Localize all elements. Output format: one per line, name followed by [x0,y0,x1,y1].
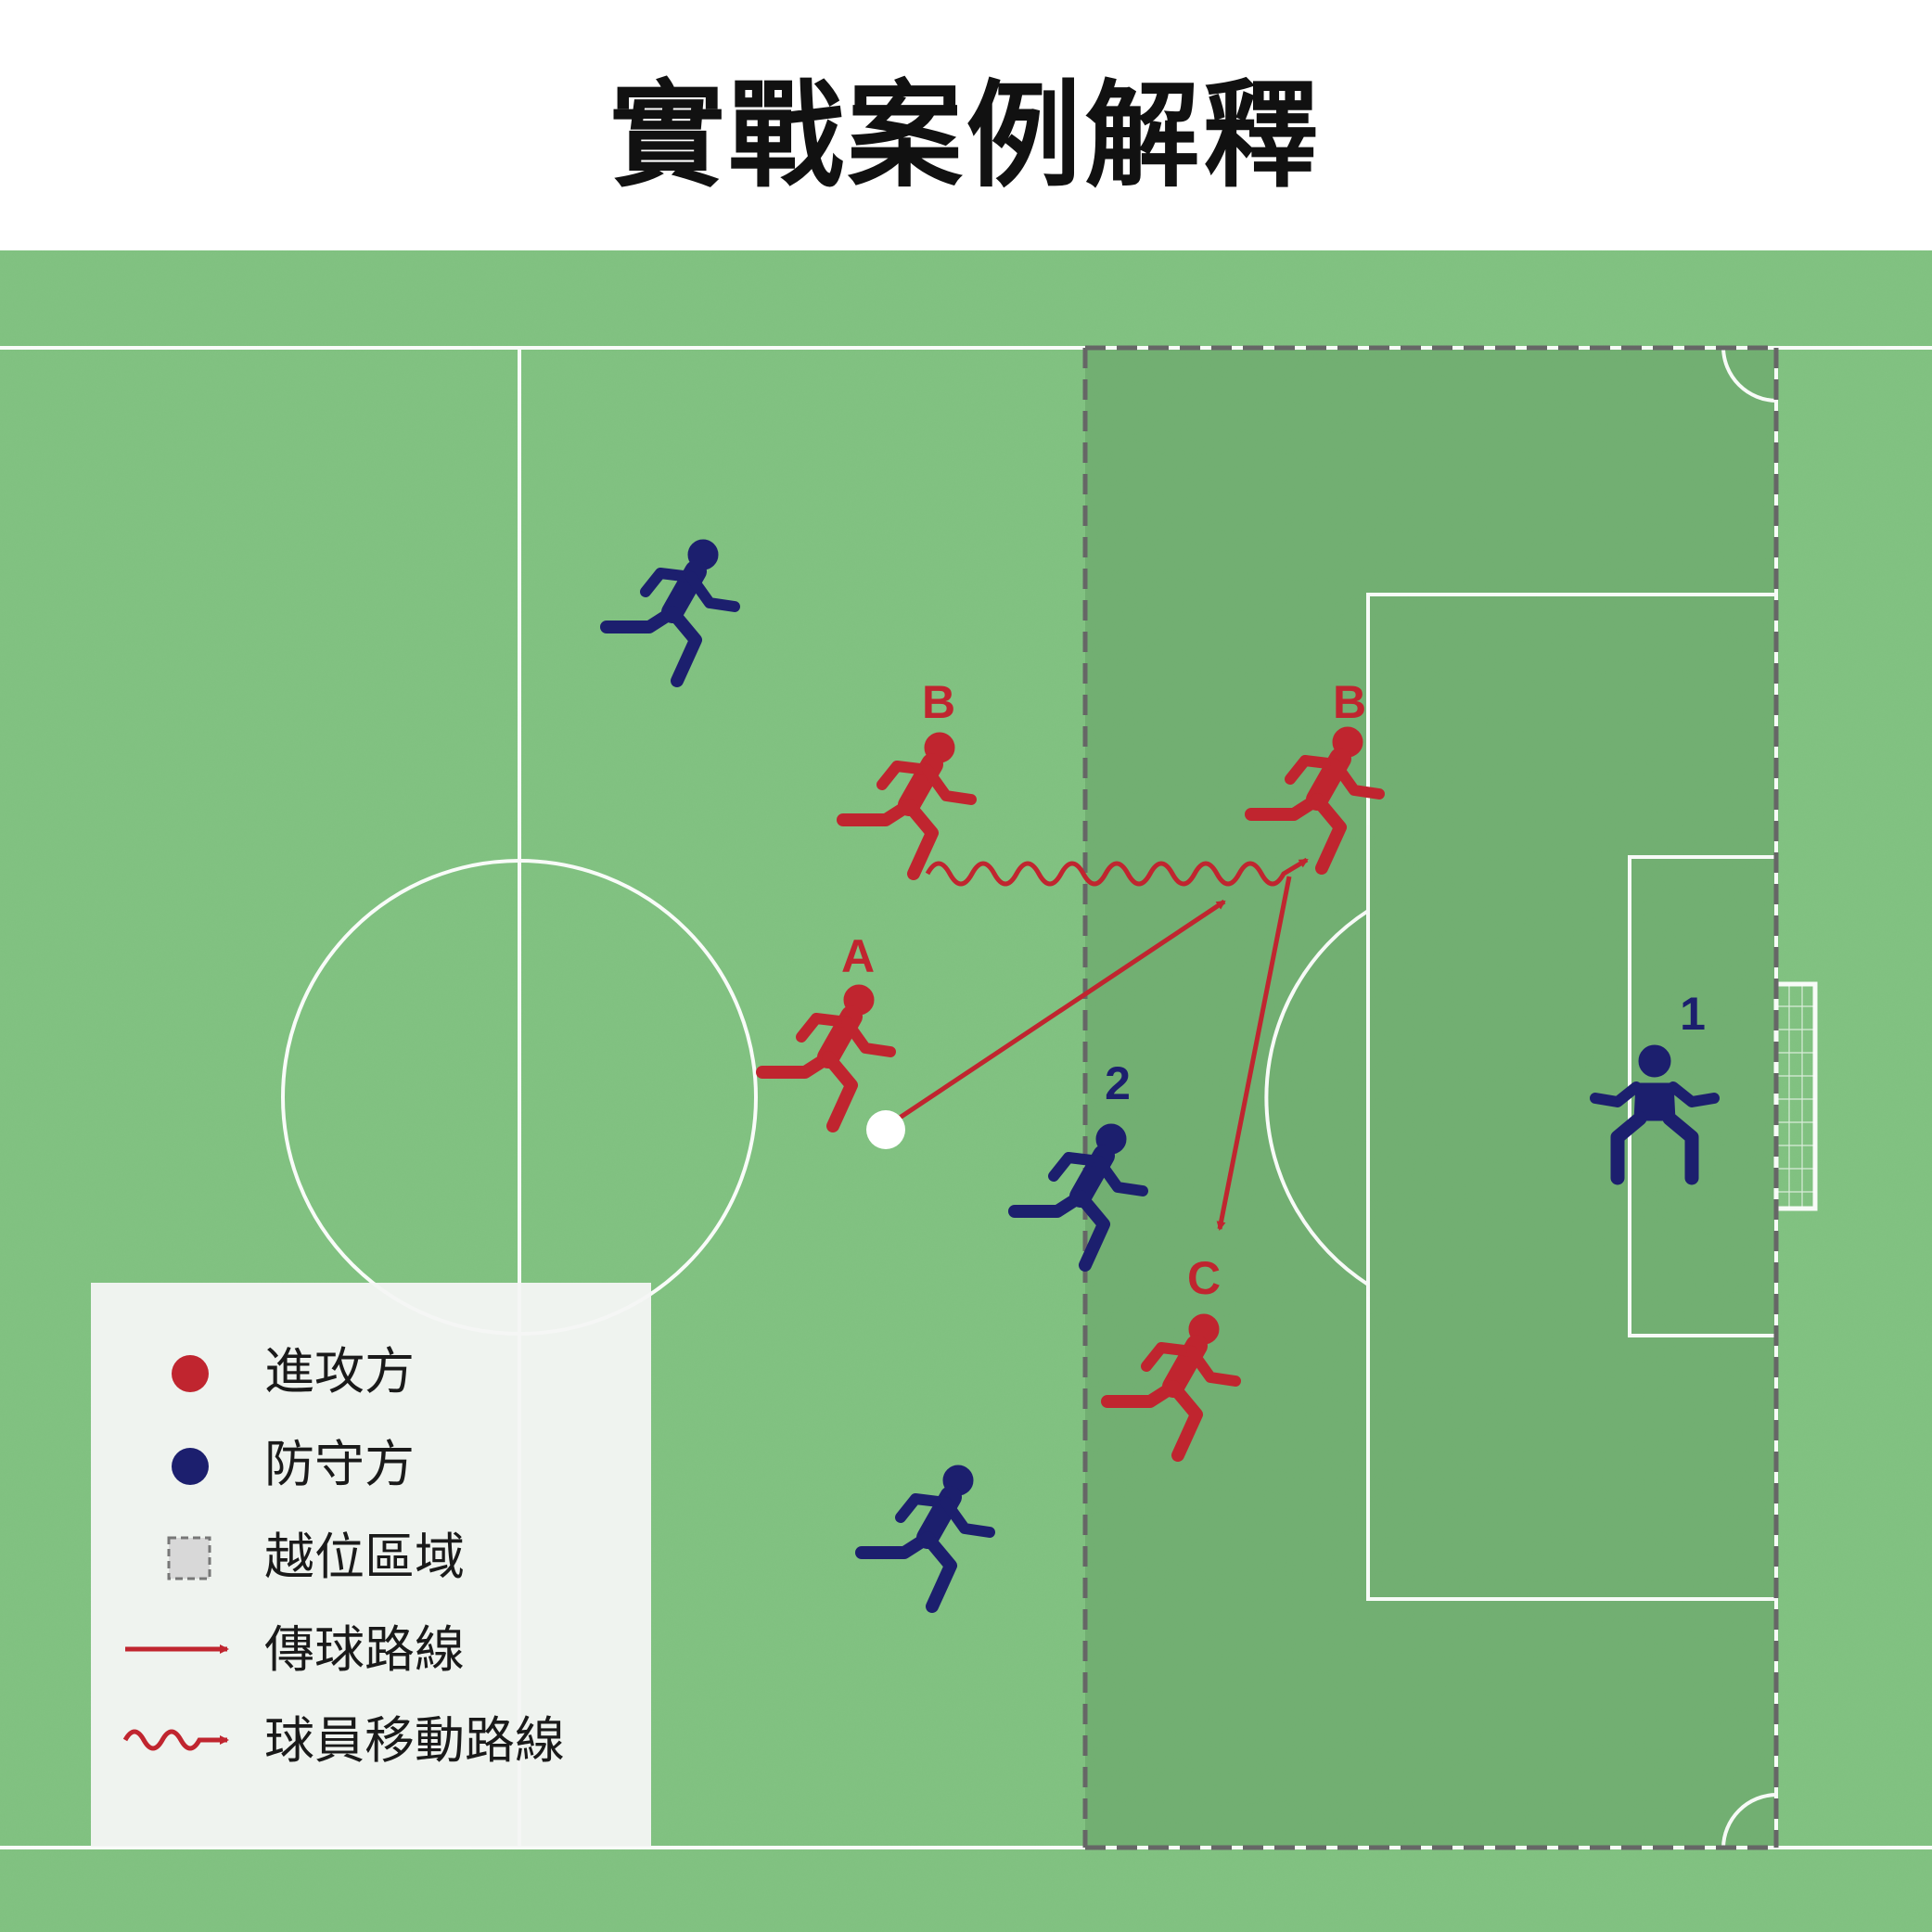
pass-route-a-to-b [884,899,1226,1130]
legend: 進攻方 防守方 越位區域 傳球路線 球員移動路線 [91,1283,651,1847]
player-label-c: C [1187,1252,1221,1304]
player-label-1: 1 [1680,988,1706,1040]
legend-defense-dot [172,1448,209,1485]
pass-route-b-to-c [1216,876,1292,1231]
goal-net [1776,984,1815,1209]
player-label-b-end: B [1333,676,1366,728]
player-label-a: A [841,930,875,982]
pitch-diagram: B B A C 1 2 進攻方 防守方 越位區域 傳球路線 球員移動路線 [0,250,1932,1932]
legend-movement-arrow [122,1729,229,1751]
ball-icon [866,1110,905,1149]
legend-attack-dot [172,1355,209,1392]
legend-offside-label: 越位區域 [264,1528,465,1586]
offside-zone-border [1082,345,1779,1850]
legend-defense-label: 防守方 [264,1435,415,1493]
page-title: 實戰案例解釋 [609,70,1323,203]
legend-attack-label: 進攻方 [264,1342,415,1401]
legend-movement-label: 球員移動路線 [264,1711,565,1770]
player-label-b-start: B [922,676,955,728]
player-label-2: 2 [1105,1057,1131,1109]
title-bar: 實戰案例解釋 [0,0,1932,250]
legend-offside-swatch [167,1536,211,1580]
player-movement-route [925,857,1309,887]
legend-pass-label: 傳球路線 [264,1620,465,1679]
